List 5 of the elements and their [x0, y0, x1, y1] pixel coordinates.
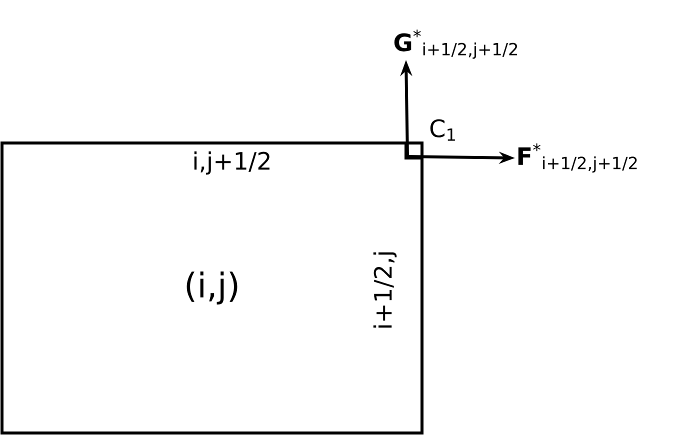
vector-label: G$^{*}$i+1/2,j+1/2 [394, 30, 518, 59]
face-label: i+1/2,j [373, 252, 397, 328]
vector-label: F$^{*}$i+1/2,j+1/2 [518, 143, 637, 173]
corner-label: C$_{1}$ [430, 119, 455, 141]
face-label: i,j+1/2 [194, 151, 270, 175]
